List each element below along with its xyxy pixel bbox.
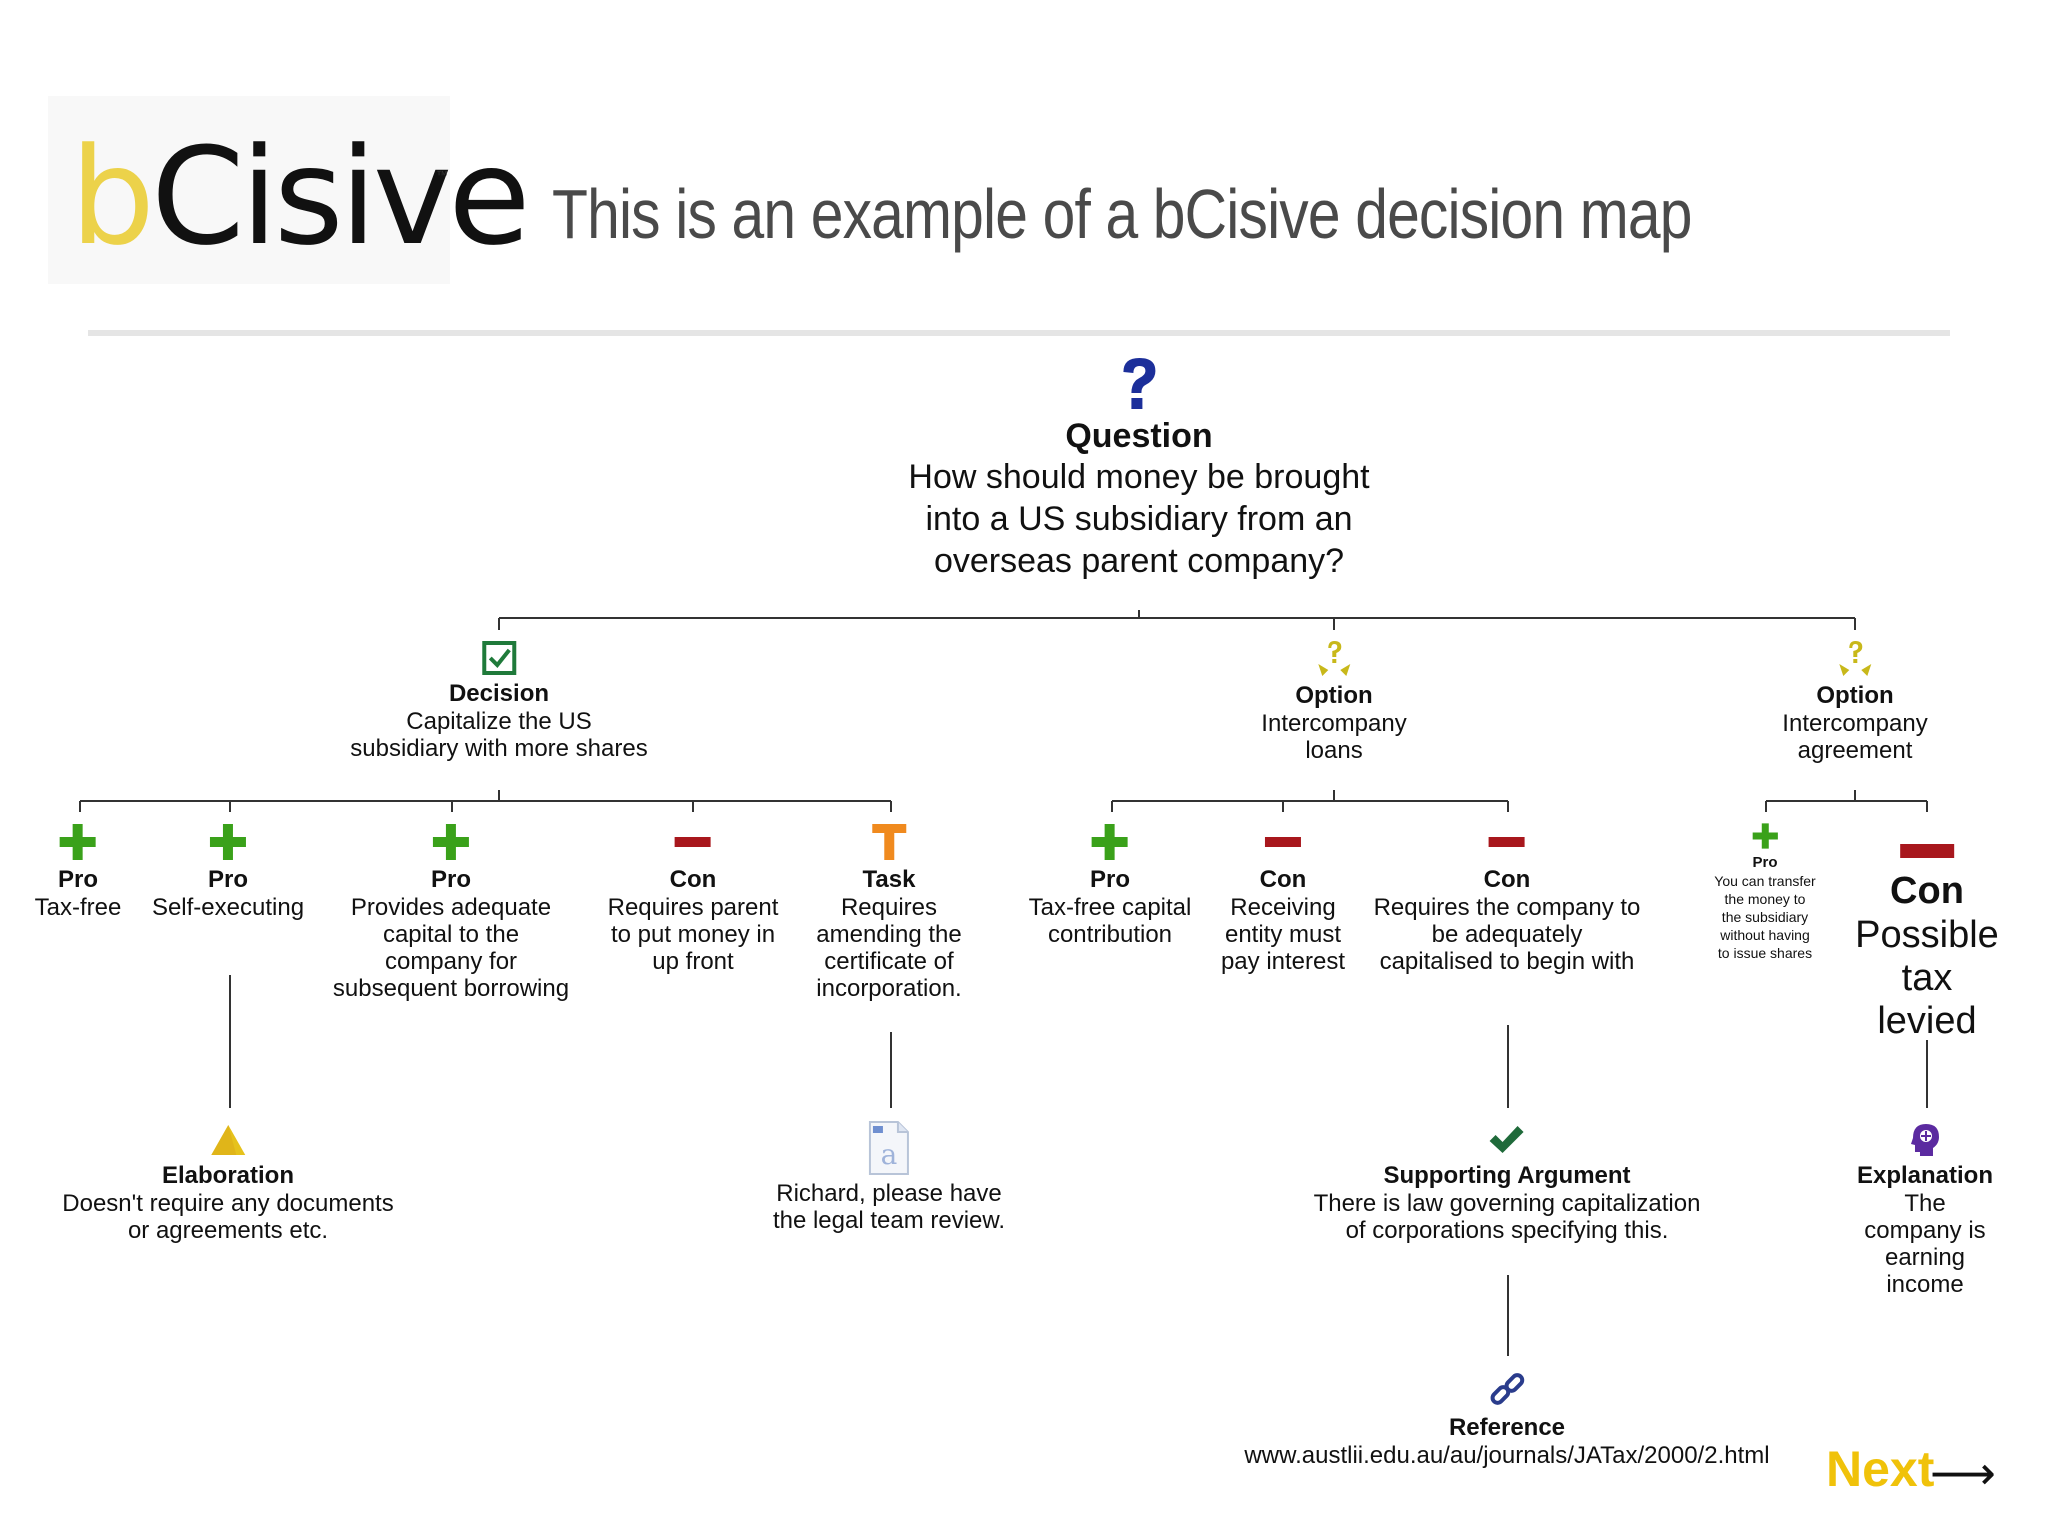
node-type: Supporting Argument: [1383, 1162, 1631, 1189]
supporting-argument-node[interactable]: Supporting Argument There is law governi…: [1313, 1122, 1701, 1244]
node-text: Tax-free capital contribution: [1028, 894, 1192, 948]
node-text: The company is earning income: [1864, 1190, 1986, 1298]
checkbox-icon: [481, 641, 516, 675]
node-text: Possible tax levied: [1855, 914, 1999, 1042]
arrow-right-icon[interactable]: ⟶: [1930, 1447, 1996, 1499]
pro-node-adequate-capital[interactable]: Pro Provides adequate capital to the com…: [333, 822, 569, 1002]
node-text: Requires amending the certificate of inc…: [816, 894, 962, 1002]
node-type: Pro: [1089, 866, 1130, 893]
node-type: Option: [1295, 682, 1373, 709]
node-text: Intercompany loans: [1261, 710, 1407, 764]
con-node-parent-money[interactable]: Con Requires parent to put money in up f…: [607, 822, 779, 975]
con-node-adequately-capitalised[interactable]: Con Requires the company to be adequatel…: [1373, 822, 1641, 975]
node-text: Capitalize the US subsidiary with more s…: [350, 708, 648, 762]
node-type: Option: [1816, 682, 1894, 709]
node-type: Elaboration: [161, 1162, 294, 1189]
node-type: Pro: [57, 866, 99, 893]
logo-wordmark: bCisive: [70, 119, 531, 275]
node-type: Pro: [1752, 854, 1778, 871]
elaboration-node[interactable]: Elaboration Doesn't require any document…: [62, 1122, 394, 1244]
node-type: Pro: [207, 866, 248, 893]
decision-node[interactable]: Decision Capitalize the US subsidiary wi…: [350, 640, 648, 762]
pro-node-transfer-money[interactable]: Pro You can transfer the money to the su…: [1714, 822, 1816, 962]
node-text: Self-executing: [151, 894, 305, 921]
minus-icon: [1264, 837, 1301, 847]
node-text: Doesn't require any documents or agreeme…: [62, 1190, 394, 1244]
node-type: Question: [1065, 417, 1213, 455]
head-icon: [1911, 1124, 1939, 1156]
node-text: You can transfer the money to the subsid…: [1714, 873, 1816, 961]
note-node[interactable]: a Richard, please have the legal team re…: [773, 1120, 1005, 1234]
question-icon: [1123, 358, 1155, 409]
svg-text:a: a: [881, 1138, 898, 1171]
node-type: Reference: [1448, 1414, 1566, 1441]
node-text: Tax-free: [34, 894, 122, 921]
question-node[interactable]: Question How should money be brought int…: [908, 356, 1370, 582]
reference-link[interactable]: www.austlii.edu.au/au/journals/JATax/200…: [1244, 1442, 1770, 1469]
reference-node[interactable]: Reference www.austlii.edu.au/au/journals…: [1244, 1370, 1770, 1469]
task-icon: [871, 824, 906, 860]
plus-icon: [59, 824, 96, 860]
node-type: Explanation: [1856, 1162, 1994, 1189]
minus-icon: [1899, 844, 1954, 858]
node-type: Con: [1259, 866, 1307, 893]
node-text: How should money be brought into a US su…: [908, 458, 1370, 580]
node-text: Requires parent to put money in up front: [607, 894, 779, 975]
document-icon: a: [869, 1121, 909, 1175]
option-loans-node[interactable]: Option Intercompany loans: [1261, 640, 1407, 764]
pyramid-icon: [211, 1125, 245, 1155]
option-icon: [1318, 641, 1350, 676]
page-title: This is an example of a bCisive decision…: [552, 175, 1692, 253]
node-type: Pro: [430, 866, 471, 893]
plus-icon: [433, 824, 469, 860]
node-type: Task: [862, 866, 916, 893]
pro-node-tax-free[interactable]: Pro Tax-free: [34, 822, 122, 921]
con-node-tax-levied[interactable]: Con Possible tax levied: [1855, 834, 1999, 1043]
next-button[interactable]: Next: [1826, 1441, 1935, 1497]
pro-node-self-executing[interactable]: Pro Self-executing: [152, 822, 304, 921]
option-icon: [1839, 641, 1871, 676]
plus-icon: [1752, 823, 1778, 849]
option-agreement-node[interactable]: Option Intercompany agreement: [1782, 640, 1928, 764]
logo: bCisive ™: [48, 96, 531, 284]
plus-icon: [1092, 824, 1128, 860]
node-text: Requires the company to be adequately ca…: [1373, 894, 1641, 975]
node-text: Provides adequate capital to the company…: [332, 894, 570, 1002]
node-text: Richard, please have the legal team revi…: [772, 1180, 1006, 1234]
plus-icon: [210, 824, 246, 860]
checkmark-icon: [1490, 1126, 1524, 1153]
link-icon: [1490, 1373, 1524, 1405]
header-divider: [88, 330, 1950, 336]
minus-icon: [674, 837, 711, 847]
con-node-pay-interest[interactable]: Con Receiving entity must pay interest: [1221, 822, 1345, 975]
pro-node-capital-contribution[interactable]: Pro Tax-free capital contribution: [1028, 822, 1192, 948]
trademark-mark: ™: [436, 168, 448, 182]
task-node[interactable]: Task Requires amending the certificate o…: [816, 822, 962, 1002]
node-type: Con: [1483, 866, 1531, 893]
node-text: Intercompany agreement: [1782, 710, 1928, 764]
minus-icon: [1489, 837, 1525, 847]
node-type: Con: [669, 866, 717, 893]
node-type: Con: [1890, 870, 1964, 912]
node-type: Decision: [448, 680, 550, 707]
node-text: There is law governing capitalization of…: [1313, 1190, 1701, 1244]
explanation-node[interactable]: Explanation The company is earning incom…: [1857, 1122, 1993, 1298]
node-text: Receiving entity must pay interest: [1220, 894, 1346, 975]
